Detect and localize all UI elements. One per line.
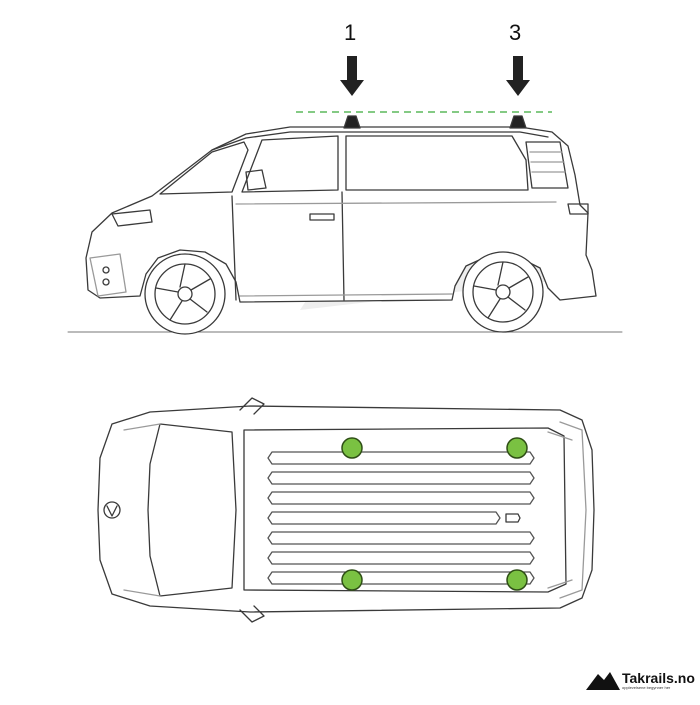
- brand-name: Takrails.no: [622, 670, 695, 686]
- foot-point-rear-right: [506, 569, 528, 591]
- marker-label-1: 1: [344, 20, 357, 45]
- foot-point-front-right: [341, 569, 363, 591]
- front-window: [159, 141, 249, 195]
- side-mirror: [245, 169, 267, 191]
- side-window-2: [345, 135, 529, 191]
- brand: Takrails.no opplevelsene begynner her: [622, 671, 695, 690]
- van-body-top: [97, 405, 595, 613]
- top-view: [97, 397, 595, 623]
- brand-tagline: opplevelsene begynner her: [622, 685, 671, 690]
- vw-logo-icon: [103, 501, 121, 519]
- rear-wheel: [462, 251, 544, 333]
- roof-ribs: [267, 451, 535, 585]
- arrow-down-icon-1: [340, 56, 364, 96]
- van-body-side: [85, 126, 597, 303]
- antenna: [505, 513, 521, 523]
- side-window-1: [241, 135, 339, 193]
- roof-foot-rear: [509, 115, 527, 129]
- arrow-down-icon-3: [506, 56, 530, 96]
- mirror-top-right: [239, 605, 265, 623]
- brand-mountain-icon: [586, 672, 620, 690]
- brand-text: Takrails.no opplevelsene begynner her: [622, 671, 695, 690]
- roof-foot-front: [343, 115, 361, 129]
- marker-label-3: 3: [509, 20, 522, 45]
- foot-point-front-left: [341, 437, 363, 459]
- front-wheel: [144, 253, 226, 335]
- foot-point-rear-left: [506, 437, 528, 459]
- rear-vents: [525, 141, 569, 189]
- side-view: [67, 115, 623, 335]
- mirror-top-left: [239, 397, 265, 415]
- door-handle: [309, 213, 335, 221]
